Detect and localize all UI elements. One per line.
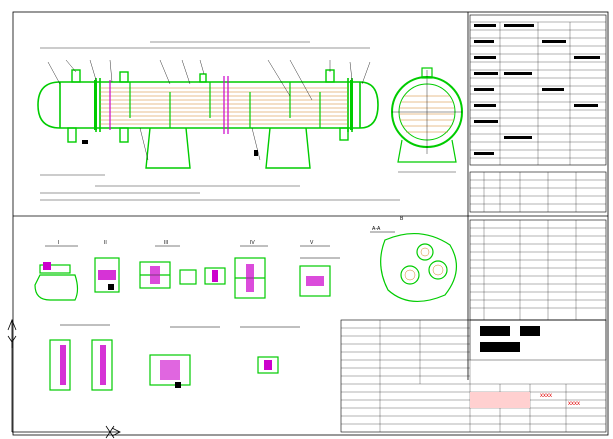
detail-label-2: II bbox=[104, 240, 107, 246]
heat-exchanger-elevation bbox=[37, 41, 400, 201]
detail-views bbox=[34, 231, 457, 303]
ucs-axis-icon bbox=[7, 318, 121, 439]
drawing-frame bbox=[12, 11, 609, 436]
title-block-red-label: xxxx bbox=[568, 401, 580, 407]
detail-label-1: I bbox=[58, 240, 59, 246]
detail-label-3: III bbox=[164, 240, 168, 246]
nozzle-schedule-table bbox=[469, 171, 607, 213]
view-label-b: B bbox=[400, 216, 404, 222]
detail-label-4: IV bbox=[250, 240, 255, 246]
technical-spec-table bbox=[469, 14, 607, 166]
parts-list-table bbox=[469, 219, 607, 321]
tubesheet-end-view bbox=[391, 67, 463, 173]
section-label-a: A-A bbox=[372, 226, 381, 232]
title-block bbox=[340, 319, 607, 433]
lower-detail-views bbox=[49, 324, 300, 391]
title-block-brand-mark: xxxx bbox=[540, 393, 552, 399]
detail-label-5: V bbox=[310, 240, 314, 246]
